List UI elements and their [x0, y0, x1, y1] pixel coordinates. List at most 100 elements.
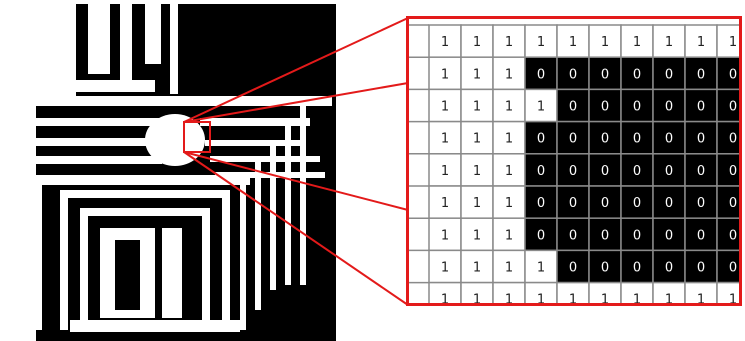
pixel-cell: 1 — [524, 249, 558, 284]
pixel-cell: 0 — [716, 249, 739, 284]
pixel-cell: 1 — [460, 249, 494, 284]
pixel-cell: 1 — [492, 185, 526, 219]
pixel-value: 0 — [697, 196, 705, 211]
pixel-value: 0 — [569, 196, 577, 211]
pixel-cell: 0 — [556, 217, 590, 252]
pixel-value: 0 — [697, 164, 705, 179]
pixel-value: 0 — [697, 67, 705, 82]
pixel-cell: 0 — [588, 120, 622, 155]
pixel-value: 0 — [697, 228, 705, 243]
pixel-cell: 0 — [684, 88, 718, 123]
pixel-cell: 1 — [428, 88, 462, 123]
pixel-value: 1 — [505, 261, 513, 276]
pixel-cell: 0 — [716, 56, 739, 91]
pixel-cell: 1 — [652, 281, 686, 303]
pixel-value: 0 — [665, 228, 673, 243]
pixel-value: 0 — [601, 100, 609, 115]
pixel-value: 0 — [569, 132, 577, 147]
pixel-cell: 1 — [684, 281, 718, 303]
pixel-value: 0 — [665, 132, 673, 147]
pixel-value: 0 — [729, 228, 737, 243]
pixel-value: 1 — [441, 196, 449, 211]
pixel-value: 1 — [537, 261, 545, 276]
pixel-value: 0 — [601, 196, 609, 211]
pixel-cell: 0 — [588, 249, 622, 284]
pixel-cell: 0 — [684, 185, 718, 219]
pixel-value: 0 — [569, 100, 577, 115]
pixel-cell: 1 — [428, 24, 462, 58]
pixel-cell: 1 — [492, 217, 526, 252]
pixel-value: 1 — [441, 132, 449, 147]
pixel-cell: 1 — [716, 281, 739, 303]
pixel-value: 1 — [633, 35, 641, 50]
pixel-cell: 1 — [460, 185, 494, 219]
pixel-value: 1 — [537, 35, 545, 50]
pixel-value: 1 — [729, 35, 737, 50]
pixel-value: 1 — [441, 100, 449, 115]
pixel-cell: 1 — [492, 56, 526, 91]
pixel-value: 0 — [537, 164, 545, 179]
pixel-value: 0 — [729, 261, 737, 276]
pixel-value: 1 — [473, 261, 481, 276]
pixel-cell: 0 — [716, 217, 739, 252]
pixel-value: 0 — [569, 228, 577, 243]
pixel-value: 0 — [729, 67, 737, 82]
pixel-cell: 1 — [556, 281, 590, 306]
pixel-value: 1 — [505, 35, 513, 50]
pixel-value: 0 — [537, 228, 545, 243]
pixel-cell: 0 — [588, 88, 622, 123]
pixel-value: 0 — [601, 67, 609, 82]
binary-image — [10, 4, 336, 341]
pixel-value: 0 — [729, 164, 737, 179]
pixel-cell: 1 — [428, 120, 462, 155]
pixel-value: 1 — [505, 67, 513, 82]
pixel-cell: 1 — [460, 281, 494, 303]
pixel-cell: 0 — [716, 185, 739, 219]
pixel-value: 0 — [633, 228, 641, 243]
pixel-cell: 1 — [492, 88, 526, 123]
grid-edge — [409, 19, 429, 303]
pixel-value: 1 — [505, 100, 513, 115]
pixel-cell: 0 — [652, 217, 686, 252]
pixel-value: 0 — [601, 261, 609, 276]
pixel-cell: 1 — [460, 153, 494, 187]
pixel-value: 0 — [665, 261, 673, 276]
pixel-cell: 0 — [652, 249, 686, 284]
pixel-cell: 0 — [524, 153, 558, 187]
pixel-value: 1 — [569, 293, 577, 306]
pixel-cell: 1 — [684, 24, 718, 58]
pixel-cell: 1 — [492, 281, 526, 303]
pixel-cell: 0 — [556, 249, 590, 284]
pixel-value: 0 — [633, 164, 641, 179]
pixel-value: 1 — [473, 164, 481, 179]
pixel-cell: 1 — [460, 24, 494, 58]
pixel-value: 1 — [441, 293, 449, 306]
pixel-cell: 0 — [620, 120, 654, 155]
pixel-cell: 0 — [684, 153, 718, 187]
pixel-value: 0 — [665, 196, 673, 211]
pixel-cell: 0 — [524, 56, 558, 91]
pixel-value: 1 — [697, 35, 705, 50]
pixel-value: 1 — [537, 293, 545, 306]
pixel-value: 0 — [537, 196, 545, 211]
pixel-value: 0 — [665, 67, 673, 82]
pixel-value: 1 — [473, 100, 481, 115]
pixel-cell: 0 — [652, 153, 686, 187]
pixel-cell: 0 — [556, 153, 590, 187]
pixel-cell: 0 — [716, 153, 739, 187]
pixel-cell: 1 — [620, 281, 654, 303]
pixel-value: 0 — [633, 261, 641, 276]
pixel-value: 1 — [441, 67, 449, 82]
pixel-value: 0 — [633, 100, 641, 115]
pixel-cell: 1 — [428, 281, 462, 306]
pixel-value: 0 — [697, 100, 705, 115]
pixel-value: 0 — [537, 132, 545, 147]
pixel-value: 0 — [697, 261, 705, 276]
pixel-value: 1 — [441, 164, 449, 179]
pixel-value: 1 — [441, 35, 449, 50]
pixel-value: 1 — [473, 196, 481, 211]
pixel-cell: 0 — [684, 120, 718, 155]
pixel-value: 0 — [697, 132, 705, 147]
pixel-cell: 0 — [588, 217, 622, 252]
